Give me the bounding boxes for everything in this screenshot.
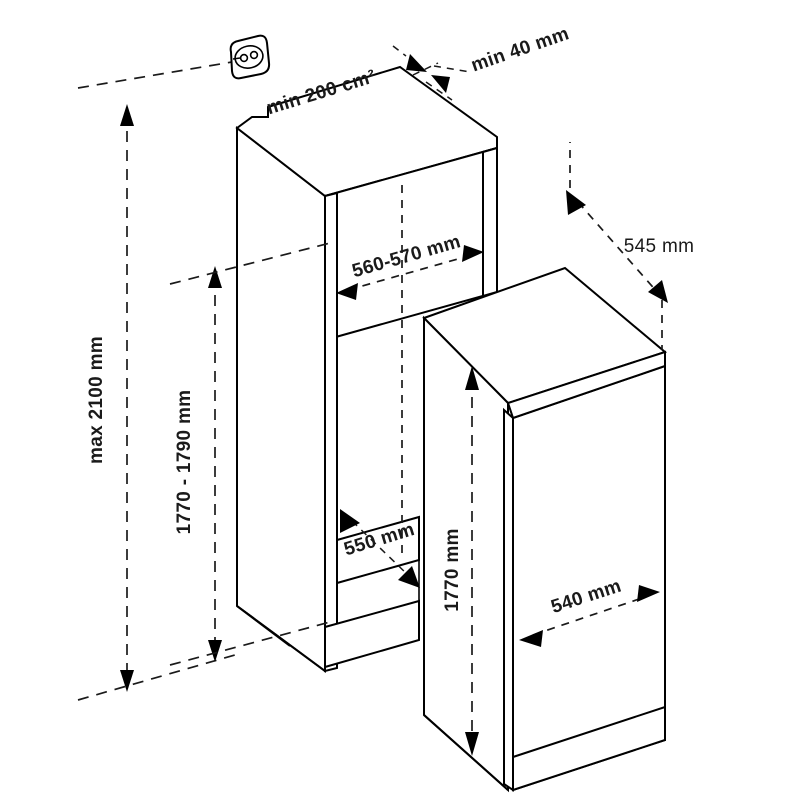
dimension-niche-height-range: 1770 - 1790 mm [169, 242, 331, 666]
arrow-right-540 [637, 585, 660, 602]
dim-line-545 [577, 201, 659, 294]
arrow-downright-545 [648, 280, 668, 303]
arrow-up-1770 [465, 366, 479, 390]
dim-extension-top-max-2100 [77, 61, 233, 89]
dim-extension-bottom-1770-1790 [169, 621, 331, 666]
kitchen-cabinet-niche [235, 65, 498, 673]
arrow-up-40 [431, 75, 450, 93]
label-niche-height-range: 1770 - 1790 mm [174, 390, 195, 535]
fridge-bottom-left-edge [423, 714, 509, 791]
dim-extension-top-1770-1790 [169, 242, 331, 285]
cabinet-right-front-stile [482, 146, 498, 298]
arrow-downright-550 [398, 566, 420, 588]
cabinet-bottom-plinth [324, 599, 420, 669]
arrow-upleft-545 [566, 190, 586, 215]
dim-extension-bottom-max-2100 [77, 654, 236, 701]
fridge-door-hinge-strip [503, 407, 514, 792]
cabinet-left-front-stile [324, 191, 338, 673]
label-niche-height-max: max 2100 mm [86, 336, 107, 464]
socket-hole-left [239, 53, 249, 63]
arrow-down-1770-1790 [208, 640, 222, 662]
cabinet-left-side-panel [236, 125, 326, 673]
arrow-down-40 [406, 54, 427, 72]
label-appliance-depth: 545 mm [624, 236, 694, 257]
dim-line-560-570 [347, 254, 473, 291]
dim-ref-lower-40 [425, 81, 453, 101]
dim-ref-mid-40 [433, 65, 471, 73]
arrow-up-1770-1790 [208, 266, 222, 288]
arrow-up-max-2100 [120, 104, 134, 126]
arrow-upleft-550 [340, 509, 360, 533]
label-appliance-height: 1770 mm [442, 528, 463, 611]
cabinet-floor-edge-hint [236, 605, 291, 647]
arrow-down-1770 [465, 732, 479, 756]
fridge-door-top-reveal [506, 350, 666, 420]
dimension-niche-height-max: max 2100 mm [77, 61, 236, 701]
dim-ref-upper-40 [392, 45, 407, 57]
socket-body [229, 34, 271, 80]
socket-face-circle [234, 45, 264, 69]
arrow-left-560-570 [336, 283, 358, 300]
dim-ref-cross-40 [412, 62, 439, 76]
built-in-refrigerator [422, 266, 668, 793]
dimension-appliance-depth: 545 mm [566, 142, 694, 350]
socket-hole-right [249, 50, 259, 60]
power-socket-icon [229, 34, 271, 80]
socket-lead-line [232, 57, 241, 60]
arrow-left-540 [519, 630, 543, 647]
dimension-appliance-height: 1770 mm [442, 366, 479, 756]
fridge-bottom-plinth [512, 705, 666, 792]
arrow-down-max-2100 [120, 670, 134, 692]
dim-line-540 [532, 596, 646, 636]
arrow-right-560-570 [462, 245, 484, 262]
